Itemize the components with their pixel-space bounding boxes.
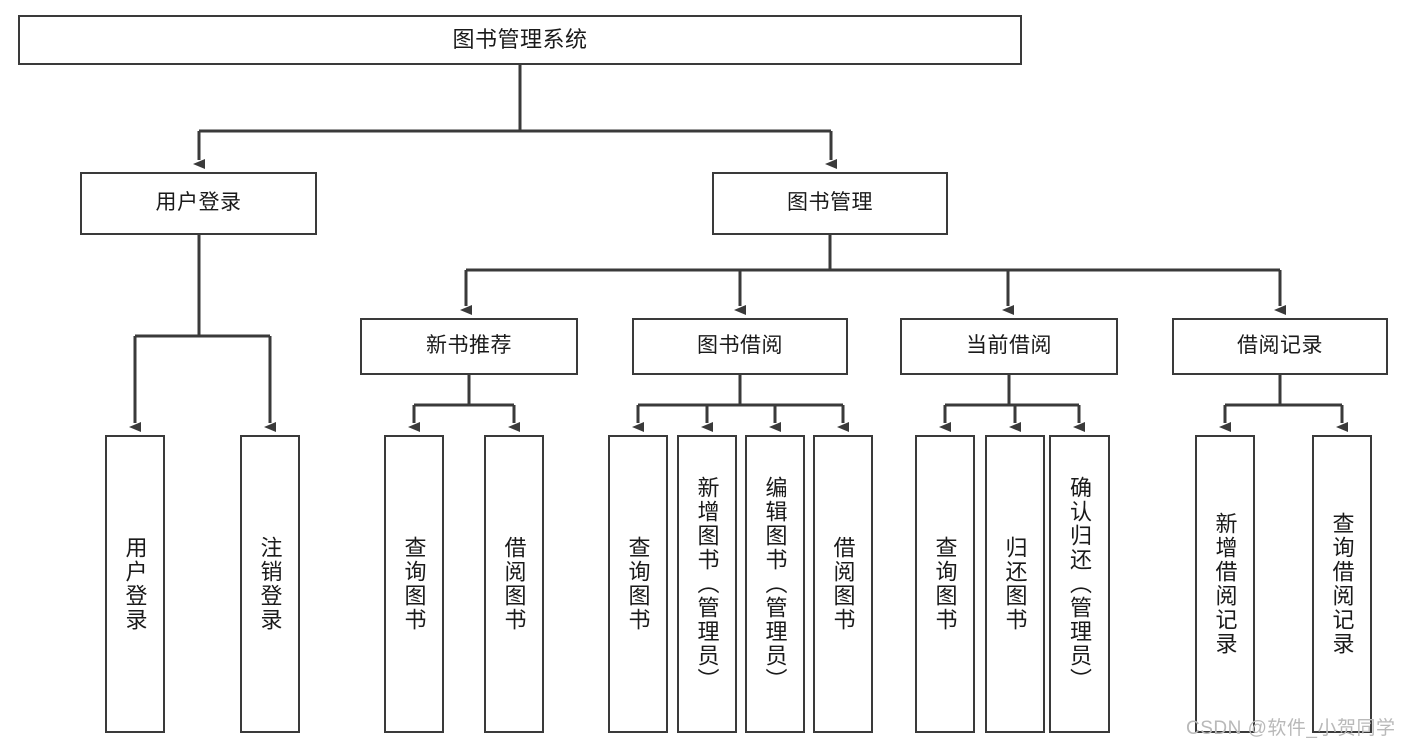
leaf-query-book[interactable]: 查询图书 [608, 435, 668, 733]
leaf-user-login[interactable]: 用户登录 [105, 435, 165, 733]
watermark-text: CSDN @软件_小贺同学 [1186, 718, 1396, 739]
leaf-query-borrow-record[interactable]: 查询借阅记录 [1312, 435, 1372, 733]
node-label: 图书管理系统 [452, 27, 588, 53]
node-label: 图书管理 [787, 191, 873, 215]
node-borrow-record[interactable]: 借阅记录 [1172, 318, 1388, 375]
node-label: 新书推荐 [426, 334, 512, 358]
node-user-login[interactable]: 用户登录 [80, 172, 317, 235]
node-book-management[interactable]: 图书管理 [712, 172, 948, 235]
node-book-borrow[interactable]: 图书借阅 [632, 318, 848, 375]
node-label: 借阅记录 [1237, 334, 1323, 358]
leaf-add-book-admin[interactable]: 新增图书（管理员） [677, 435, 737, 733]
node-label: 借阅图书 [501, 536, 527, 632]
leaf-add-borrow-record[interactable]: 新增借阅记录 [1195, 435, 1255, 733]
node-label: 借阅图书 [830, 536, 856, 632]
node-label: 用户登录 [155, 191, 242, 215]
node-label: 查询图书 [625, 536, 651, 632]
node-label: 用户登录 [122, 536, 148, 632]
node-new-book-recommend[interactable]: 新书推荐 [360, 318, 578, 375]
leaf-query-book-current[interactable]: 查询图书 [915, 435, 975, 733]
leaf-confirm-return-admin[interactable]: 确认归还（管理员） [1049, 435, 1110, 733]
node-label: 图书借阅 [697, 334, 783, 358]
node-label: 查询图书 [932, 536, 958, 632]
node-label: 新增借阅记录 [1212, 512, 1238, 656]
leaf-edit-book-admin[interactable]: 编辑图书（管理员） [745, 435, 805, 733]
node-current-borrow[interactable]: 当前借阅 [900, 318, 1118, 375]
leaf-borrow-book[interactable]: 借阅图书 [813, 435, 873, 733]
node-label: 编辑图书（管理员） [762, 476, 788, 692]
node-label: 归还图书 [1002, 536, 1028, 632]
node-label: 当前借阅 [966, 334, 1052, 358]
node-label: 注销登录 [257, 536, 283, 632]
node-label: 新增图书（管理员） [694, 476, 720, 692]
leaf-logout[interactable]: 注销登录 [240, 435, 300, 733]
node-root-system[interactable]: 图书管理系统 [18, 15, 1022, 65]
node-label: 确认归还（管理员） [1067, 476, 1093, 692]
leaf-return-book[interactable]: 归还图书 [985, 435, 1045, 733]
node-label: 查询图书 [401, 536, 427, 632]
leaf-query-book-new[interactable]: 查询图书 [384, 435, 444, 733]
node-label: 查询借阅记录 [1329, 512, 1355, 656]
leaf-borrow-book-new[interactable]: 借阅图书 [484, 435, 544, 733]
